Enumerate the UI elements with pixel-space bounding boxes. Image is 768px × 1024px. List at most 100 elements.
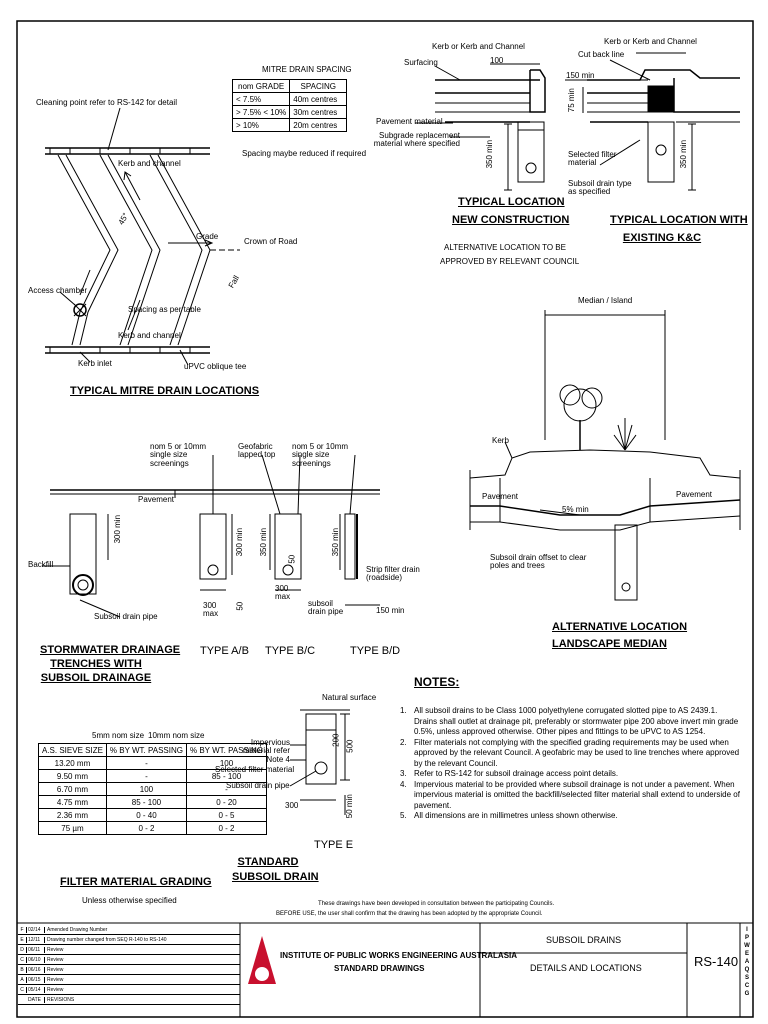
tr-title-3: SUBSOIL DRAINAGE	[40, 672, 152, 684]
tr-pipe-left: Subsoil drain pipe	[94, 612, 158, 621]
gr-cell: -	[105, 769, 187, 783]
nc-surfacing: Surfacing	[404, 58, 438, 67]
tr-screen-right: nom 5 or 10mm single size screenings	[292, 442, 349, 468]
ex-cut-back: Cut back line	[578, 50, 625, 59]
gr-subtitle: Unless otherwise specified	[82, 896, 177, 905]
md-kerb: Kerb	[492, 436, 509, 445]
gr-col-5mm: 5mm nom size	[92, 731, 145, 740]
tr-pavement: Pavement	[138, 495, 175, 504]
drawing-title-1: SUBSOIL DRAINS	[546, 935, 622, 945]
label-spacing-table: Spacing as per table	[128, 305, 201, 314]
rev-desc: Review	[47, 956, 64, 963]
rev-desc: Review	[47, 986, 64, 993]
gr-cell: 4.75 mm	[38, 795, 107, 809]
te-dim-200: 200	[331, 733, 341, 747]
rev-letter: A	[18, 976, 27, 983]
tr-type-bd: TYPE B/D	[350, 645, 401, 657]
te-std-title-1: STANDARD	[237, 856, 299, 868]
side-letter: G	[744, 991, 750, 997]
rev-letter: C	[18, 986, 27, 993]
md-median: Median / Island	[578, 296, 633, 305]
tr-type-ab: TYPE A/B	[200, 645, 249, 657]
side-letter: P	[744, 935, 749, 941]
rev-desc: Drawing number changed from SEQ R-140 to…	[47, 936, 167, 943]
side-letter: S	[744, 975, 749, 981]
mitre-th-spacing: SPACING	[289, 79, 348, 93]
drawing-title-2: DETAILS AND LOCATIONS	[530, 963, 642, 973]
note-text: Impervious material to be provided where…	[414, 779, 740, 810]
rev-date: 06/10	[27, 956, 45, 963]
notes-heading: NOTES:	[414, 675, 460, 689]
tr-dim-300max-bc: 300 max	[275, 584, 291, 602]
note-item: 5. All dimensions are in millimetres unle…	[400, 811, 740, 822]
te-dim-500: 500	[345, 739, 355, 753]
disclaimer-1: These drawings have been developed in co…	[318, 901, 555, 907]
gr-cell: 100	[105, 782, 187, 796]
nc-subgrade: Subgrade replacement material where spec…	[373, 131, 460, 149]
md-pavement-left: Pavement	[482, 492, 519, 501]
label-kerb-inlet: Kerb inlet	[78, 359, 112, 368]
gr-th: A.S. SIEVE SIZE	[38, 743, 107, 757]
note-text: All dimensions are in millimetres unless…	[414, 811, 618, 821]
te-std-title-2: SUBSOIL DRAIN	[232, 871, 319, 883]
sheet-border	[16, 20, 754, 1018]
mitre-cell: 40m centres	[289, 92, 348, 106]
side-letters: I P W E A Q S C G	[742, 926, 752, 998]
tr-screen-left: nom 5 or 10mm single size screenings	[150, 442, 207, 468]
md-title-2: LANDSCAPE MEDIAN	[552, 638, 667, 650]
te-natural: Natural surface	[322, 693, 377, 702]
label-access: Access chamber	[28, 286, 88, 295]
gr-cell: 2.36 mm	[38, 808, 107, 822]
gr-cell: 0 - 2	[105, 821, 187, 835]
rev-letter: E	[18, 936, 27, 943]
nc-title-1: TYPICAL LOCATION	[458, 196, 565, 208]
mitre-note: Spacing maybe reduced if required	[242, 149, 367, 158]
nc-subtitle-2: APPROVED BY RELEVANT COUNCIL	[440, 257, 580, 266]
label-kerb-channel: Kerb and channel	[118, 159, 181, 168]
mitre-cell: > 7.5% < 10%	[231, 105, 291, 119]
gr-th: % BY WT. PASSING	[105, 743, 187, 757]
ex-title-1: TYPICAL LOCATION WITH	[610, 214, 748, 226]
note-number: 2.	[400, 737, 407, 747]
tr-geofabric: Geofabric lapped top	[238, 442, 276, 460]
mitre-cell: < 7.5%	[231, 92, 291, 106]
note-number: 4.	[400, 779, 407, 789]
te-selected: Selected filter material	[215, 765, 295, 774]
side-letter: Q	[744, 967, 750, 973]
te-title: TYPE E	[314, 839, 354, 851]
gr-cell: 75 µm	[38, 821, 107, 835]
rev-date: 02/14	[27, 926, 45, 933]
type-e-section	[289, 709, 350, 815]
note-number: 5.	[400, 811, 407, 821]
rev-date: DATE	[27, 996, 45, 1003]
side-letter: E	[744, 951, 749, 957]
te-impervious: Impervious material refer Note 4	[242, 738, 290, 764]
rev-desc: Amended Drawing Number	[47, 926, 108, 933]
org-subtitle: STANDARD DRAWINGS	[334, 964, 425, 973]
tr-dim-300max-ab: 300 max	[203, 601, 219, 619]
nc-pavement-material: Pavement material	[376, 117, 443, 126]
trench-sections	[42, 454, 380, 618]
mitre-cell: 30m centres	[289, 105, 348, 119]
note-item: 3.Refer to RS-142 for subsoil drainage a…	[400, 769, 740, 780]
nc-subtitle-1: ALTERNATIVE LOCATION TO BE	[444, 243, 566, 252]
gr-cell: 0 - 5	[185, 808, 268, 822]
tr-type-bc: TYPE B/C	[265, 645, 316, 657]
gr-cell: 6.70 mm	[38, 782, 107, 796]
nc-kerb-channel: Kerb or Kerb and Channel	[432, 42, 525, 51]
te-dim-300: 300	[285, 801, 299, 810]
side-letter: W	[744, 943, 750, 949]
tr-dim-350-bc: 350 min	[259, 527, 269, 557]
label-crown: Crown of Road	[244, 237, 298, 246]
te-pipe: Subsoil drain pipe	[226, 781, 290, 790]
tr-title-2: TRENCHES WITH	[50, 658, 142, 670]
label-grade: Grade	[196, 232, 219, 241]
label-upvc: uPVC oblique tee	[184, 362, 247, 371]
new-construction-section	[415, 63, 546, 191]
tr-dim-50-bc: 50	[287, 554, 297, 564]
